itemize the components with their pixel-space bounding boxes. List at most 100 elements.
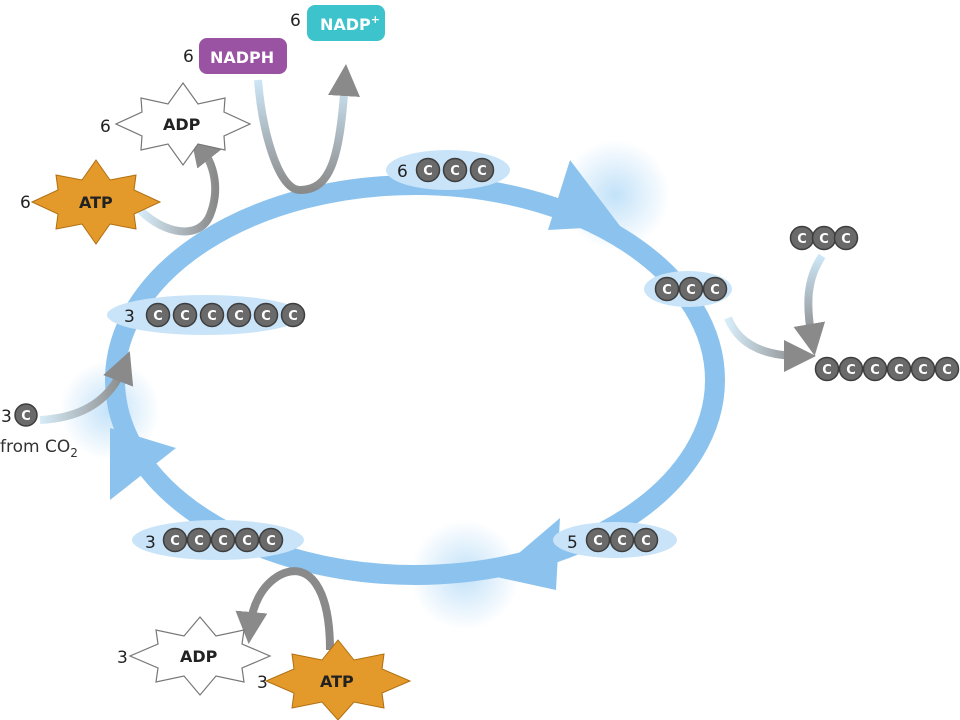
carbon-letter: C (819, 232, 829, 247)
carbon-letter: C (822, 363, 832, 378)
carbon-letter: C (686, 283, 696, 298)
carbon-atom: C (145, 302, 171, 328)
atp-bottom-molecule: 3 ATP (257, 639, 412, 720)
adp-top-starburst (114, 81, 252, 167)
adp-bottom-coefficient: 3 (117, 648, 128, 668)
adp-bottom-starburst (128, 616, 272, 696)
adp-bottom-label: ADP (180, 647, 218, 666)
carbon-letter: C (266, 534, 276, 549)
carbon-letter: C (180, 309, 190, 324)
carbon-atom: C (210, 527, 236, 553)
carbon-atom: C (199, 302, 225, 328)
five-carbon-right-coefficient: 5 (567, 533, 578, 553)
carbon-letter: C (242, 534, 252, 549)
carbon-circle (172, 302, 198, 328)
carbon-atom: C (172, 302, 198, 328)
carbon-atom: C (934, 356, 960, 382)
carbon-letter: C (234, 309, 244, 324)
carbon-letter: C (918, 363, 928, 378)
carbon-circle (199, 302, 225, 328)
carbon-circle (226, 302, 252, 328)
carbon-circle (838, 356, 864, 382)
carbon-atom: C (838, 356, 864, 382)
carbon-circle (833, 225, 859, 251)
carbon-atom: C (811, 225, 837, 251)
carbon-atom: C (886, 356, 912, 382)
carbon-atom: C (415, 157, 441, 183)
carbon-atom: C (833, 225, 859, 251)
carbon-atom: C (442, 157, 468, 183)
nadp-plus-molecule: 6 NADP+ (290, 5, 385, 41)
carbon-circle (633, 527, 659, 553)
three-carbon-top-coefficient: 6 (397, 162, 408, 182)
carbon-letter: C (846, 363, 856, 378)
carbon-letter: C (593, 534, 603, 549)
nadp-coefficient: 6 (290, 11, 301, 31)
carbon-circle (253, 302, 279, 328)
carbon-letter: C (710, 283, 720, 298)
carbon-letter: C (841, 232, 851, 247)
carbon-atom: C (280, 302, 306, 328)
carbon-letter: C (894, 363, 904, 378)
carbon-letter: C (261, 309, 271, 324)
adp-top-coefficient: 6 (100, 117, 111, 137)
nadph-molecule: 6 NADPH (183, 38, 287, 74)
nadp-label-text: NADP (320, 15, 371, 34)
carbon-letter: C (21, 409, 31, 424)
carbon-circle (162, 527, 188, 553)
carbon-letter: C (617, 534, 627, 549)
adp-top-molecule: 6 ADP (100, 81, 252, 167)
carbon-atom: C (585, 527, 611, 553)
carbon-circle (654, 276, 680, 302)
cycle-arrowhead-top-right (548, 160, 620, 230)
carbon-letter: C (218, 534, 228, 549)
nadph-coefficient: 6 (183, 47, 194, 67)
carbon-circle (145, 302, 171, 328)
nadp-label: NADP+ (320, 13, 380, 34)
carbon-circle (469, 157, 495, 183)
adp-top-label: ADP (163, 115, 201, 134)
carbon-letter: C (450, 164, 460, 179)
connector-arrows (39, 64, 826, 651)
carbon-letter: C (797, 232, 807, 247)
carbon-circle (886, 356, 912, 382)
co2-coefficient: 3 (1, 407, 12, 427)
adp-bottom-molecule: 3 ADP (117, 616, 272, 696)
carbon-atom: C (633, 527, 659, 553)
co2-subscript: 2 (70, 446, 78, 460)
co2-from-text: from CO (0, 437, 70, 457)
atp-bottom-coefficient: 3 (257, 673, 268, 693)
carbon-letter: C (194, 534, 204, 549)
carbon-letter: C (153, 309, 163, 324)
atp-top-coefficient: 6 (20, 193, 31, 213)
carbon-letter: C (288, 309, 298, 324)
carbon-atom: C (862, 356, 888, 382)
carbon-circle (814, 356, 840, 382)
carbon-letter: C (662, 283, 672, 298)
carbon-atom: C (162, 527, 188, 553)
cycle-arrowhead-left (110, 428, 176, 500)
five-carbon-bottom-coefficient: 3 (145, 533, 156, 553)
nadph-label: NADPH (210, 48, 274, 67)
carbon-letter: C (942, 363, 952, 378)
carbon-circle (234, 527, 260, 553)
carbon-circle (210, 527, 236, 553)
carbon-circle (934, 356, 960, 382)
co2-input: 3 C from CO2 (0, 403, 78, 460)
carbon-atom: C (910, 356, 936, 382)
carbon-letter: C (170, 534, 180, 549)
carbon-atom: C (258, 527, 284, 553)
carbon-letter: C (477, 164, 487, 179)
carbon-atom: C (609, 527, 635, 553)
carbon-atom: C (654, 276, 680, 302)
carbon-circle (678, 276, 704, 302)
